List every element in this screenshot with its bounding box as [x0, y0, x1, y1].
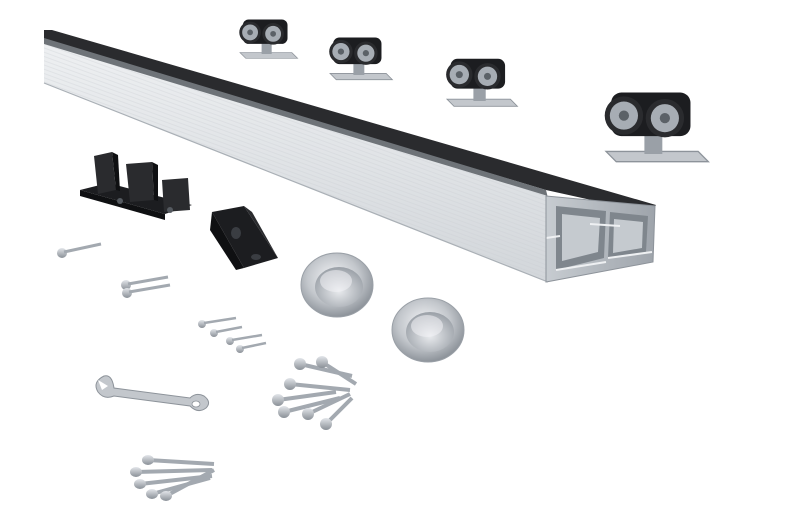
screw [236, 341, 267, 353]
flush-pull-handle [300, 252, 374, 318]
screw [316, 356, 358, 386]
roller-carriage [445, 58, 519, 107]
screw [198, 316, 237, 328]
roller-carriage [329, 37, 394, 81]
screw [284, 378, 351, 392]
aluminium-track-rail [43, 30, 656, 283]
screw [302, 392, 351, 420]
spanner-wrench [95, 375, 210, 412]
screw [278, 396, 341, 418]
screw [121, 275, 169, 290]
end-stop-bracket [210, 206, 278, 270]
screw [226, 333, 263, 345]
screw [142, 455, 215, 466]
floor-guide [80, 152, 192, 220]
screw [57, 242, 102, 258]
screw [320, 396, 354, 430]
screw [122, 283, 171, 298]
roller-carriage [604, 92, 710, 163]
rail-end-profile [545, 195, 656, 283]
screw [210, 325, 243, 337]
flush-pull-handle [391, 297, 465, 363]
screw [272, 390, 337, 406]
screw [160, 468, 215, 501]
roller-carriage [239, 19, 299, 59]
screw [130, 467, 213, 477]
